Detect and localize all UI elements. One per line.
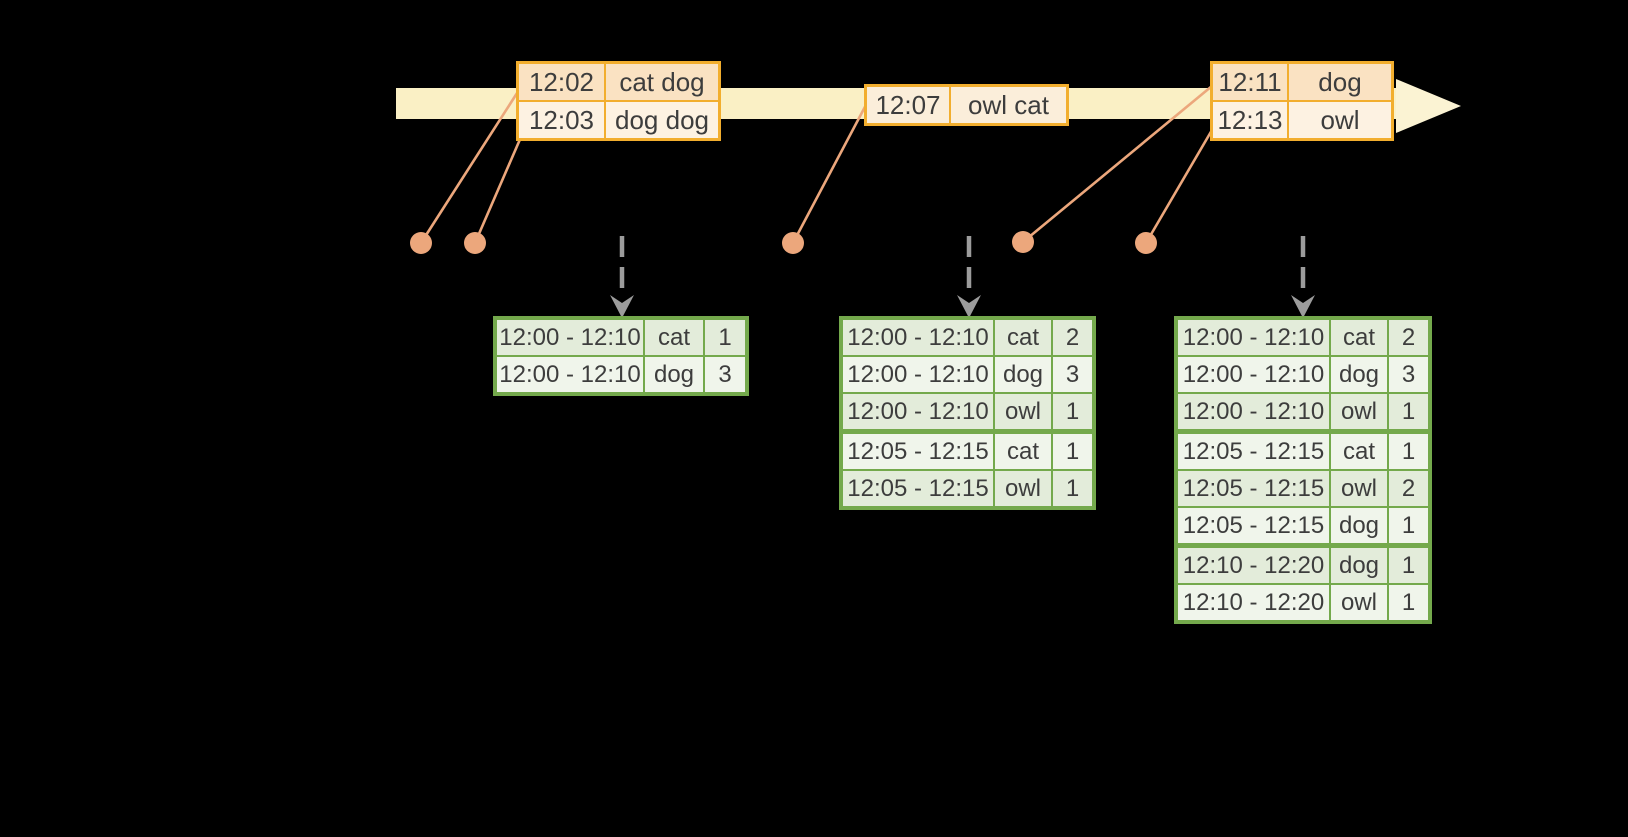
word-cell: dog: [995, 357, 1051, 392]
word-cell: owl: [1331, 394, 1387, 429]
word-cell: owl: [995, 394, 1051, 429]
event-dot: [1012, 231, 1034, 253]
connector-line: [1022, 84, 1213, 244]
word-cell: owl: [1331, 585, 1387, 620]
window-cell: 12:00 - 12:10: [1178, 394, 1329, 429]
word-cell: cat: [995, 434, 1051, 469]
count-cell: 3: [1053, 357, 1092, 392]
word-cell: cat: [1331, 320, 1387, 355]
event-time-cell: 12:07: [867, 87, 949, 123]
count-cell: 1: [1389, 508, 1428, 543]
result-row: 12:10 - 12:20 dog 1: [1178, 548, 1428, 583]
result-row: 12:05 - 12:15 owl 2: [1178, 471, 1428, 506]
window-cell: 12:00 - 12:10: [1178, 320, 1329, 355]
word-cell: owl: [1331, 471, 1387, 506]
event-dot: [464, 232, 486, 254]
event-dots: [410, 231, 1157, 254]
window-cell: 12:05 - 12:15: [1178, 434, 1329, 469]
word-cell: cat: [995, 320, 1051, 355]
count-cell: 1: [1389, 394, 1428, 429]
connector-line: [419, 89, 521, 244]
window-cell: 12:00 - 12:10: [1178, 357, 1329, 392]
count-cell: 2: [1389, 471, 1428, 506]
result-row: 12:05 - 12:15 cat 1: [1178, 434, 1428, 469]
count-cell: 3: [1389, 357, 1428, 392]
trigger-arrow-icon: [1291, 236, 1315, 318]
result-row: 12:00 - 12:10 cat 1: [497, 320, 745, 355]
trigger-arrows: [610, 236, 1315, 318]
result-row: 12:00 - 12:10 dog 3: [497, 357, 745, 392]
event-words-cell: owl cat: [951, 87, 1066, 123]
word-cell: dog: [1331, 548, 1387, 583]
connector-line: [1144, 129, 1214, 244]
count-cell: 1: [1053, 434, 1092, 469]
event-words-cell: cat dog: [606, 64, 718, 100]
count-cell: 2: [1053, 320, 1092, 355]
event-words-cell: dog dog: [606, 102, 718, 138]
window-cell: 12:00 - 12:10: [843, 357, 993, 392]
result-row: 12:00 - 12:10 dog 3: [1178, 357, 1428, 392]
window-cell: 12:00 - 12:10: [497, 320, 643, 355]
window-cell: 12:05 - 12:15: [843, 471, 993, 506]
event-table-3: 12:11 dog 12:13 owl: [1210, 61, 1394, 141]
timeline-arrowhead-icon: [1396, 79, 1461, 133]
count-cell: 1: [1389, 548, 1428, 583]
result-table-2: 12:00 - 12:10 cat 2 12:00 - 12:10 dog 3 …: [839, 316, 1096, 510]
result-table-1: 12:00 - 12:10 cat 1 12:00 - 12:10 dog 3: [493, 316, 749, 396]
window-cell: 12:00 - 12:10: [843, 394, 993, 429]
count-cell: 3: [705, 357, 745, 392]
result-row: 12:00 - 12:10 dog 3: [843, 357, 1092, 392]
window-cell: 12:10 - 12:20: [1178, 548, 1329, 583]
word-cell: dog: [645, 357, 703, 392]
word-cell: cat: [1331, 434, 1387, 469]
window-cell: 12:05 - 12:15: [1178, 508, 1329, 543]
result-row: 12:00 - 12:10 owl 1: [843, 394, 1092, 429]
count-cell: 1: [1053, 471, 1092, 506]
word-cell: cat: [645, 320, 703, 355]
trigger-arrow-icon: [610, 236, 634, 318]
event-time-cell: 12:11: [1213, 64, 1287, 100]
word-cell: dog: [1331, 508, 1387, 543]
event-table-1: 12:02 cat dog 12:03 dog dog: [516, 61, 721, 141]
event-words-cell: owl: [1289, 102, 1391, 138]
count-cell: 2: [1389, 320, 1428, 355]
result-table-3: 12:00 - 12:10 cat 2 12:00 - 12:10 dog 3 …: [1174, 316, 1432, 624]
event-time-cell: 12:02: [519, 64, 604, 100]
window-cell: 12:00 - 12:10: [843, 320, 993, 355]
event-words-cell: dog: [1289, 64, 1391, 100]
window-cell: 12:10 - 12:20: [1178, 585, 1329, 620]
count-cell: 1: [1053, 394, 1092, 429]
event-time-cell: 12:13: [1213, 102, 1287, 138]
result-row: 12:05 - 12:15 dog 1: [1178, 508, 1428, 543]
event-table-2: 12:07 owl cat: [864, 84, 1069, 126]
result-row: 12:00 - 12:10 owl 1: [1178, 394, 1428, 429]
result-row: 12:05 - 12:15 cat 1: [843, 434, 1092, 469]
result-row: 12:00 - 12:10 cat 2: [843, 320, 1092, 355]
connector-line: [791, 102, 869, 244]
window-cell: 12:05 - 12:15: [843, 434, 993, 469]
count-cell: 1: [705, 320, 745, 355]
window-cell: 12:00 - 12:10: [497, 357, 643, 392]
result-row: 12:10 - 12:20 owl 1: [1178, 585, 1428, 620]
event-dot: [782, 232, 804, 254]
connector-line: [473, 136, 523, 244]
word-cell: owl: [995, 471, 1051, 506]
count-cell: 1: [1389, 434, 1428, 469]
event-dot: [1135, 232, 1157, 254]
trigger-arrow-icon: [957, 236, 981, 318]
event-dot: [410, 232, 432, 254]
result-row: 12:00 - 12:10 cat 2: [1178, 320, 1428, 355]
result-row: 12:05 - 12:15 owl 1: [843, 471, 1092, 506]
connector-lines: [419, 84, 1214, 244]
count-cell: 1: [1389, 585, 1428, 620]
window-cell: 12:05 - 12:15: [1178, 471, 1329, 506]
event-time-cell: 12:03: [519, 102, 604, 138]
word-cell: dog: [1331, 357, 1387, 392]
